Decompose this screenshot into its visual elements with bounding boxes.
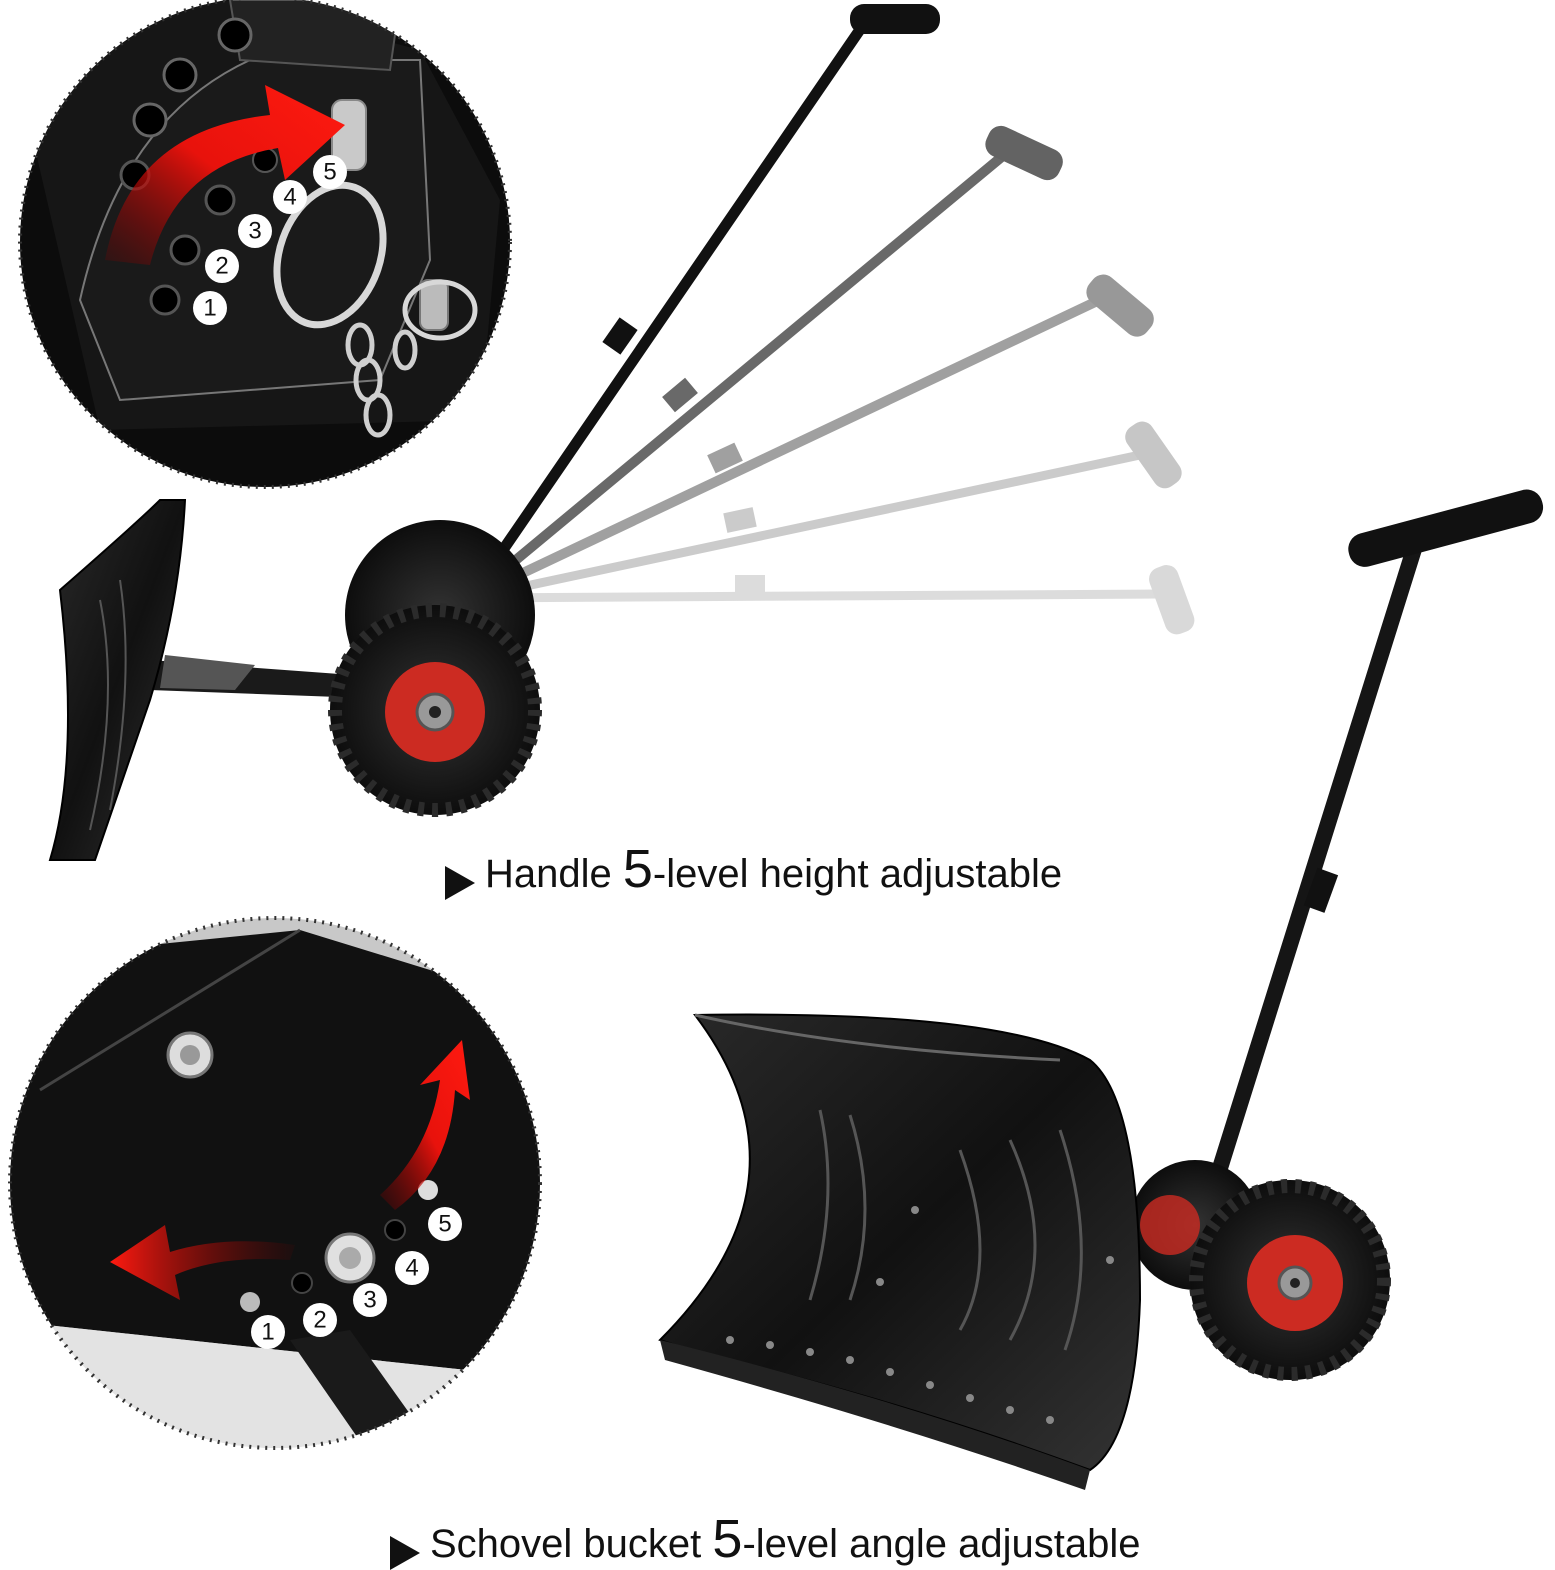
curved-arrow-icon: [105, 85, 345, 265]
handle-position-1: [464, 4, 940, 604]
handle-position-4: [465, 421, 1182, 603]
handle-level-5: 5: [323, 159, 336, 186]
bucket-level-5: 5: [438, 1211, 451, 1238]
handle-level-4: 4: [283, 184, 296, 211]
handle-position-3: [465, 274, 1154, 603]
bucket-level-1: 1: [261, 1319, 274, 1346]
bucket-caption-prefix: Schovel bucket: [430, 1522, 713, 1566]
shovel-front-view: [658, 489, 1544, 1490]
bucket-level-labels: 1 2 3 4 5: [251, 1207, 462, 1349]
triangle-bullet-icon: [390, 1535, 420, 1570]
bucket-level-4: 4: [405, 1255, 418, 1282]
curved-arrow-icon: [110, 1225, 295, 1300]
handle-detail-circle: 1 2 3 4 5: [18, 0, 512, 489]
bucket-level-2: 2: [313, 1307, 326, 1334]
handle-level-labels: 1 2 3 4 5: [193, 155, 347, 325]
handle-level-3: 3: [248, 218, 261, 245]
bucket-level-3: 3: [363, 1287, 376, 1314]
triangle-bullet-icon: [445, 865, 475, 900]
handle-caption-suffix: -level height adjustable: [652, 852, 1063, 896]
bucket-caption-number: 5: [712, 1509, 743, 1569]
handle-caption-number: 5: [622, 839, 653, 899]
shovel-side-view: [48, 4, 1195, 861]
bucket-detail-circle: 1 2 3 4 5: [8, 916, 542, 1450]
handle-position-5: [465, 565, 1195, 635]
curved-arrow-icon: [380, 1040, 470, 1210]
bucket-caption-suffix: -level angle adjustable: [742, 1522, 1141, 1566]
handle-caption: Handle 5-level height adjustable: [445, 838, 1062, 900]
handle-level-2: 2: [215, 253, 228, 280]
handle-level-1: 1: [203, 295, 216, 322]
handle-caption-prefix: Handle: [485, 852, 623, 896]
bucket-caption: Schovel bucket 5-level angle adjustable: [390, 1508, 1140, 1570]
handle-position-2: [465, 125, 1063, 603]
